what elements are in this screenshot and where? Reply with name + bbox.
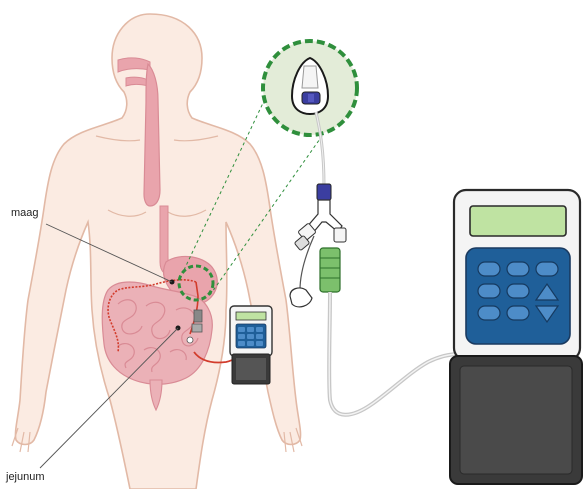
feeding-pump-icon bbox=[450, 190, 582, 484]
label-stomach: maag bbox=[11, 207, 39, 219]
pump-key-2 bbox=[507, 262, 529, 276]
button-connector-shadow bbox=[308, 94, 314, 102]
intestine-icon bbox=[102, 282, 212, 384]
pump-key-7 bbox=[507, 306, 529, 320]
label-jejunum: jejunum bbox=[6, 471, 45, 483]
extension-set bbox=[290, 112, 460, 415]
pump-key-3 bbox=[536, 262, 558, 276]
extension-tube-lower bbox=[329, 292, 460, 415]
small-pump-screen bbox=[236, 312, 266, 320]
mini-connector-2 bbox=[192, 324, 202, 332]
port-right bbox=[334, 228, 346, 242]
y-connector-cap bbox=[317, 184, 331, 200]
tube-tip bbox=[302, 66, 318, 88]
mini-connector-1 bbox=[194, 310, 202, 322]
pump-base-panel bbox=[460, 366, 572, 474]
mini-port bbox=[187, 337, 193, 343]
pump-key-6 bbox=[478, 306, 500, 320]
zoom-detail bbox=[263, 41, 357, 135]
mouth-cavity bbox=[126, 77, 148, 86]
pump-key-1 bbox=[478, 262, 500, 276]
clamp-icon bbox=[320, 248, 340, 292]
small-pump-keys bbox=[238, 327, 263, 346]
pump-key-4 bbox=[478, 284, 500, 298]
small-pump-base-inner bbox=[236, 358, 266, 380]
small-pump bbox=[230, 306, 272, 384]
extension-tube-lower-inner bbox=[329, 292, 460, 415]
pump-screen bbox=[470, 206, 566, 236]
body-outline bbox=[15, 14, 300, 489]
pump-key-5 bbox=[507, 284, 529, 298]
dangling-cap bbox=[290, 288, 312, 307]
